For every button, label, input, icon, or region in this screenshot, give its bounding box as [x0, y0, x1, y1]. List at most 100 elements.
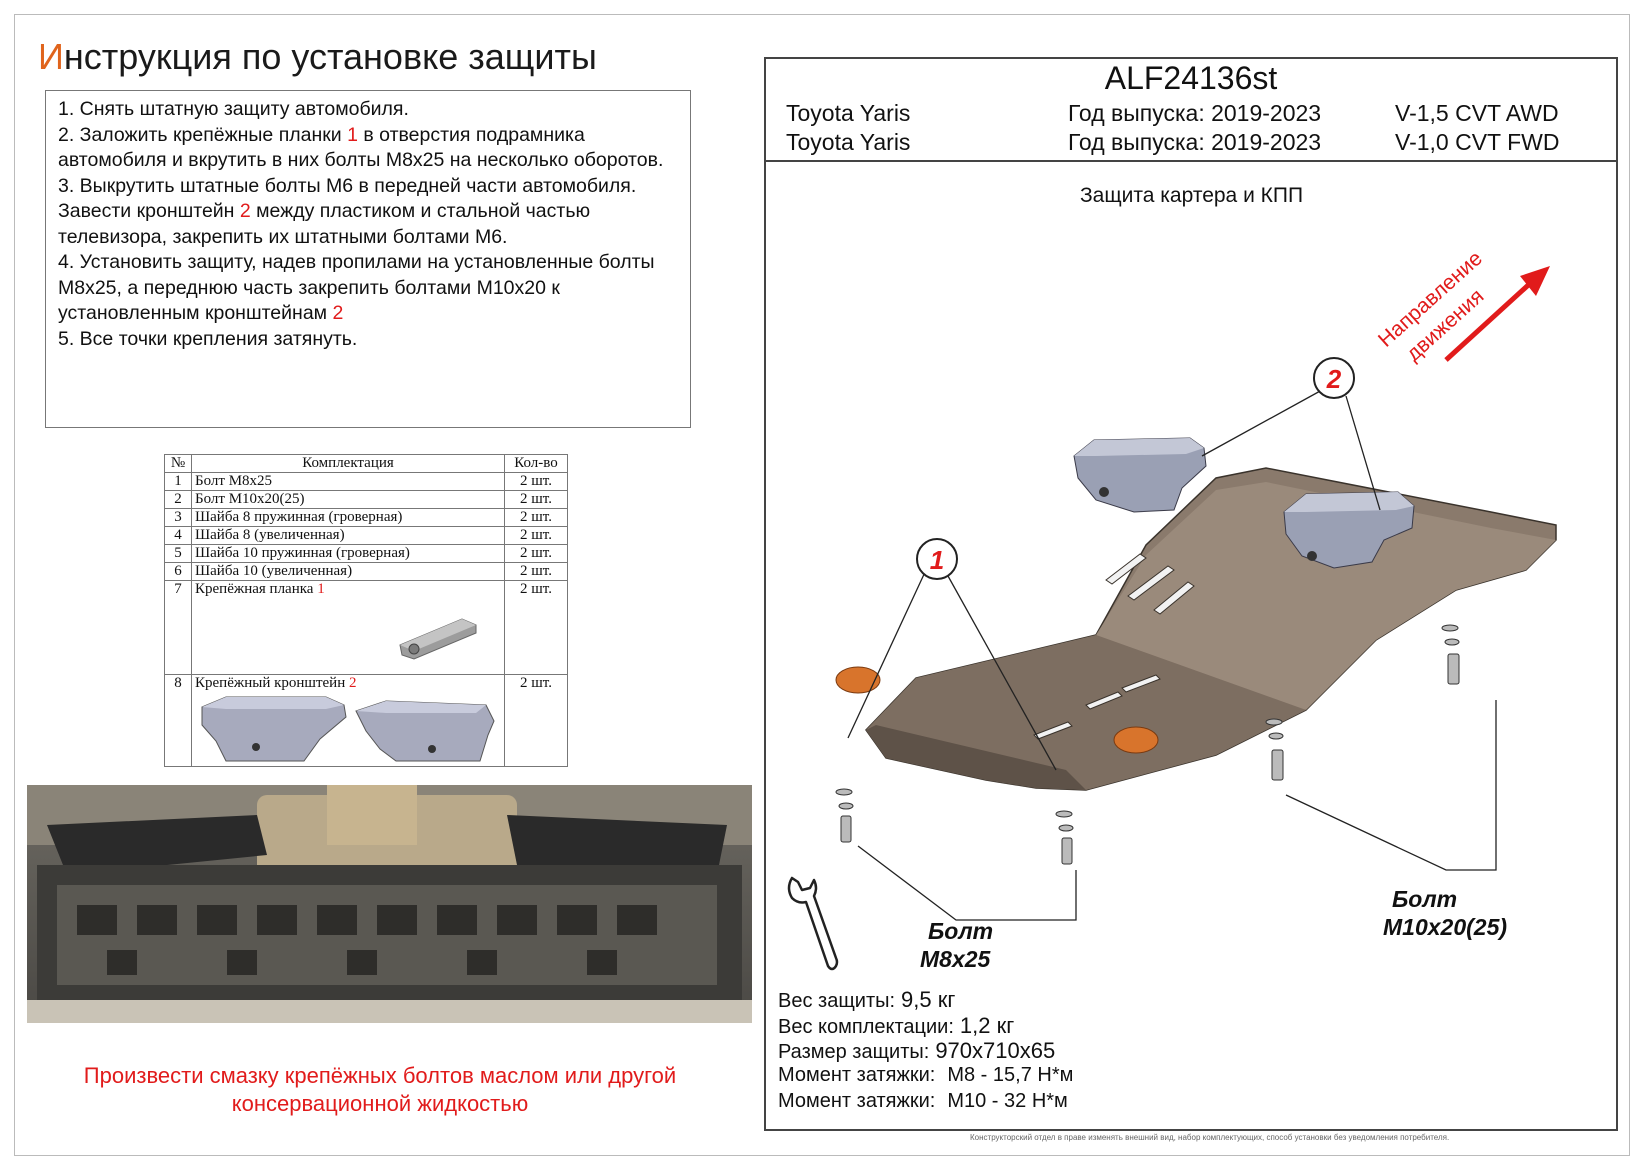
step-text: 3. Выкрутить штатные болты М6 в передней… — [58, 174, 637, 223]
spec-label: Вес комплектации: — [778, 1016, 954, 1038]
mounting-plate-image — [399, 618, 477, 660]
cell-num: 4 — [164, 526, 192, 545]
cell-num: 2 — [164, 490, 192, 509]
cell-name: Болт М10х20(25) — [191, 490, 505, 509]
part-ref: 2 — [332, 302, 344, 324]
cell-name: Крепёжная планка 1 — [191, 580, 505, 675]
model-code: ALF24136st — [1104, 60, 1278, 96]
bolt-label-m8-size: М8х25 — [920, 946, 991, 972]
disclaimer: Конструкторский отдел в праве изменять в… — [970, 1133, 1450, 1142]
bolt-label-m10-title: Болт — [1392, 886, 1458, 912]
cell-name-text: Крепёжный кронштейн — [195, 675, 349, 691]
cell-name: Шайба 10 (увеличенная) — [191, 562, 505, 581]
cell-name: Шайба 8 (увеличенная) — [191, 526, 505, 545]
part-ref: 2 — [348, 675, 357, 691]
vehicle-engine: V-1,5 CVT AWD — [1395, 100, 1559, 126]
cell-qty: 2 шт. — [504, 526, 568, 545]
cell-name: Шайба 8 пружинная (гроверная) — [191, 508, 505, 527]
table-row: 8 Крепёжный кронштейн 2 2 шт. — [164, 674, 568, 767]
bracket-left — [1073, 437, 1207, 513]
step-text: 5. Все точки крепления затянуть. — [58, 327, 358, 350]
vehicle-model: Toyota Yaris — [786, 100, 911, 126]
bracket-right — [1283, 491, 1415, 569]
rubber-pad — [1113, 726, 1159, 754]
lubrication-note: Произвести смазку крепёжных болтов масло… — [83, 1063, 677, 1116]
cell-qty: 2 шт. — [504, 674, 568, 767]
callout-number-1: 1 — [930, 545, 944, 575]
col-header-qty: Кол-во — [504, 454, 568, 473]
cell-qty: 2 шт. — [504, 508, 568, 527]
spec-row: Вес комплектации:1,2 кг — [778, 1013, 1014, 1039]
car-underside-photo — [27, 785, 752, 1023]
cell-qty: 2 шт. — [504, 562, 568, 581]
spec-row: Размер защиты:970х710х65 — [778, 1038, 1055, 1064]
cell-num: 6 — [164, 562, 192, 581]
table-header-row: № Комплектация Кол-во — [164, 454, 568, 473]
cell-qty: 2 шт. — [504, 580, 568, 675]
cell-num: 3 — [164, 508, 192, 527]
bolt-m8-left — [835, 788, 854, 843]
cell-name-text: Крепёжная планка — [195, 581, 318, 597]
spec-row: Момент затяжки: М10 - 32 Н*м — [778, 1090, 1068, 1113]
spec-value: 9,5 кг — [901, 987, 956, 1012]
callout-2 — [1201, 357, 1381, 511]
product-box — [764, 57, 1618, 1131]
part-ref: 1 — [317, 581, 325, 597]
vehicle-engine: V-1,0 CVT FWD — [1395, 129, 1560, 155]
instructions-box: 1. Снять штатную защиту автомобиля. 2. З… — [45, 90, 691, 428]
bolt-label-m8-title: Болт — [928, 918, 994, 944]
bolt-m8-right — [1055, 810, 1074, 865]
step-text: 4. Установить защиту, надев пропилами на… — [58, 251, 655, 324]
mounting-bracket-image — [201, 696, 495, 762]
part-ref: 2 — [239, 200, 251, 222]
instruction-step: 1. Снять штатную защиту автомобиля. — [58, 97, 678, 123]
product-subtitle: Защита картера и КПП — [1080, 184, 1304, 207]
wrench-icon — [787, 876, 839, 971]
step-text: в отверстия подрамника автомобиля и вкру… — [58, 123, 664, 172]
vehicle-year: Год выпуска: 2019-2023 — [1068, 129, 1322, 155]
spec-value: 970х710х65 — [935, 1038, 1056, 1063]
cell-num: 1 — [164, 472, 192, 491]
cell-num: 7 — [164, 580, 192, 675]
instruction-step: 2. Заложить крепёжные планки 1 в отверст… — [58, 123, 678, 174]
cell-num: 5 — [164, 544, 192, 563]
step-text: 1. Снять штатную защиту автомобиля. — [58, 98, 409, 120]
vehicle-year: Год выпуска: 2019-2023 — [1068, 100, 1322, 126]
spec-row: Вес защиты:9,5 кг — [778, 987, 955, 1013]
spec-value: 1,2 кг — [959, 1013, 1015, 1038]
spec-value: М8 - 15,7 Н*м — [947, 1064, 1074, 1086]
direction-arrow — [1444, 266, 1550, 362]
cell-name: Шайба 10 пружинная (гроверная) — [191, 544, 505, 563]
part-ref: 1 — [347, 123, 358, 146]
title-first-letter: И — [38, 36, 64, 77]
page-title: Инструкция по установке защиты — [38, 36, 597, 78]
cell-name: Болт М8х25 — [191, 472, 505, 491]
leader-m10 — [1285, 700, 1497, 871]
cell-name: Крепёжный кронштейн 2 — [191, 674, 505, 767]
step-text: 2. Заложить крепёжные планки — [58, 123, 348, 146]
bolt-m10-right — [1441, 624, 1460, 685]
cell-num: 8 — [164, 674, 192, 767]
instruction-step: 5. Все точки крепления затянуть. — [58, 327, 678, 353]
callout-number-2: 2 — [1326, 364, 1342, 394]
cell-qty: 2 шт. — [504, 472, 568, 491]
rubber-pad — [835, 666, 881, 694]
instruction-step: 4. Установить защиту, надев пропилами на… — [58, 250, 678, 327]
cell-qty: 2 шт. — [504, 490, 568, 509]
bolt-m10-left — [1265, 718, 1284, 781]
leader-m8 — [857, 845, 1077, 921]
spec-label: Вес защиты: — [778, 990, 896, 1012]
spec-label: Момент затяжки: — [778, 1064, 936, 1086]
spec-value: М10 - 32 Н*м — [947, 1090, 1068, 1112]
spec-label: Момент затяжки: — [778, 1090, 936, 1112]
skid-plate-diagram: Направление движения 1 — [835, 247, 1557, 921]
title-rest: нструкция по установке защиты — [63, 36, 597, 77]
step-text: между пластиком и стальной частью телеви… — [58, 200, 591, 248]
skid-plate — [835, 467, 1557, 791]
